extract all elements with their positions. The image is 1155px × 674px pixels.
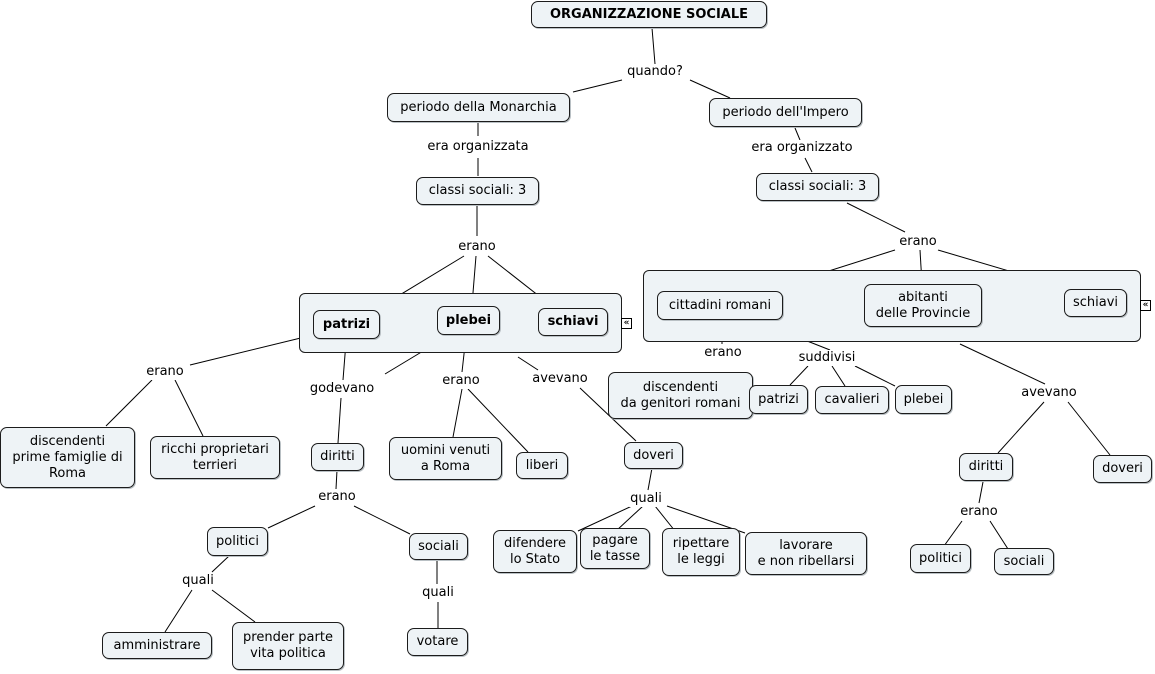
link-label-erano: erano [441, 373, 481, 389]
edge [854, 365, 896, 387]
edge [452, 388, 463, 438]
expand-icon[interactable]: « [1140, 300, 1151, 311]
edge [174, 379, 204, 437]
node-schiavi-impero[interactable]: schiavi [1064, 289, 1127, 317]
edge [651, 27, 656, 65]
node-classi-monarchia[interactable]: classi sociali: 3 [416, 177, 539, 205]
node-lavorare[interactable]: lavorare e non ribellarsi [745, 532, 867, 575]
link-label-quali: quali [421, 585, 455, 601]
node-patrizi-impero[interactable]: patrizi [749, 385, 808, 414]
node-politici-monarchia[interactable]: politici [207, 527, 268, 556]
link-label-quando: quando? [626, 64, 684, 80]
edge [267, 505, 316, 529]
link-label-suddivisi: suddivisi [797, 350, 857, 366]
edge [804, 157, 813, 173]
edge [989, 520, 1009, 550]
node-uomini-venuti[interactable]: uomini venuti a Roma [389, 437, 502, 480]
edge [831, 365, 846, 387]
node-plebei-impero[interactable]: plebei [895, 385, 952, 414]
link-label-godevano: godevano [308, 381, 376, 397]
node-discendenti-romani[interactable]: discendenti da genitori romani [608, 372, 753, 419]
node-classi-impero[interactable]: classi sociali: 3 [756, 173, 879, 201]
edge [467, 388, 529, 453]
edge [577, 505, 633, 532]
link-label-erano: erano [457, 239, 497, 255]
node-doveri-monarchia[interactable]: doveri [624, 442, 683, 469]
link-label-erano: erano [145, 364, 185, 380]
node-sociali-impero[interactable]: sociali [994, 548, 1054, 575]
link-label-erano: erano [959, 504, 999, 520]
link-label-quali: quali [629, 491, 663, 507]
edge [105, 379, 153, 427]
node-liberi[interactable]: liberi [516, 452, 568, 479]
edge [211, 555, 230, 573]
link-label-quali: quali [181, 573, 215, 589]
edge [211, 589, 256, 623]
link-label-erano: erano [703, 345, 743, 361]
edge [997, 401, 1045, 454]
node-title[interactable]: ORGANIZZAZIONE SOCIALE [531, 1, 767, 28]
edge [647, 467, 653, 491]
link-label-era-organizzato: era organizzato [750, 140, 854, 156]
edge [164, 589, 193, 633]
edge [572, 79, 623, 93]
link-label-avevano: avevano [531, 371, 589, 387]
edge [943, 520, 963, 547]
edge [978, 481, 984, 504]
node-cavalieri[interactable]: cavalieri [815, 386, 889, 414]
node-schiavi-monarchia[interactable]: schiavi [538, 308, 608, 336]
link-label-erano: erano [898, 234, 938, 250]
node-discendenti-famiglie[interactable]: discendenti prime famiglie di Roma [0, 427, 135, 488]
expand-icon[interactable]: « [621, 318, 632, 329]
edge [1067, 401, 1111, 456]
edge [789, 365, 809, 386]
node-prender-parte[interactable]: prender parte vita politica [232, 622, 344, 670]
edge [689, 79, 731, 99]
edge [794, 127, 801, 141]
edge [959, 343, 1046, 385]
edge [517, 356, 539, 371]
node-plebei[interactable]: plebei [437, 306, 500, 335]
node-difendere[interactable]: difendere lo Stato [493, 530, 577, 573]
node-abitanti-provincie[interactable]: abitanti delle Provincie [864, 284, 982, 327]
link-label-era-organizzata: era organizzata [426, 139, 530, 155]
link-label-avevano: avevano [1020, 385, 1078, 401]
node-sociali-monarchia[interactable]: sociali [409, 533, 468, 560]
node-pagare[interactable]: pagare le tasse [580, 528, 650, 569]
node-amministrare[interactable]: amministrare [102, 632, 212, 659]
edge [615, 505, 644, 532]
node-periodo-monarchia[interactable]: periodo della Monarchia [387, 93, 570, 122]
node-doveri-impero[interactable]: doveri [1093, 455, 1152, 483]
edge [353, 505, 411, 535]
node-diritti-monarchia[interactable]: diritti [311, 443, 364, 471]
node-rispettare[interactable]: ripettare le leggi [662, 528, 740, 576]
node-diritti-impero[interactable]: diritti [959, 453, 1013, 481]
edge [189, 334, 314, 366]
node-politici-impero[interactable]: politici [910, 544, 971, 573]
node-votare[interactable]: votare [407, 628, 468, 656]
edge [846, 202, 906, 233]
node-periodo-impero[interactable]: periodo dell'Impero [709, 98, 862, 127]
node-patrizi[interactable]: patrizi [313, 310, 380, 339]
node-cittadini-romani[interactable]: cittadini romani [657, 291, 783, 320]
edge [335, 469, 338, 490]
edge [654, 505, 676, 532]
link-label-erano: erano [317, 489, 357, 505]
node-ricchi-proprietari[interactable]: ricchi proprietari terrieri [150, 436, 280, 479]
edge [337, 397, 342, 444]
